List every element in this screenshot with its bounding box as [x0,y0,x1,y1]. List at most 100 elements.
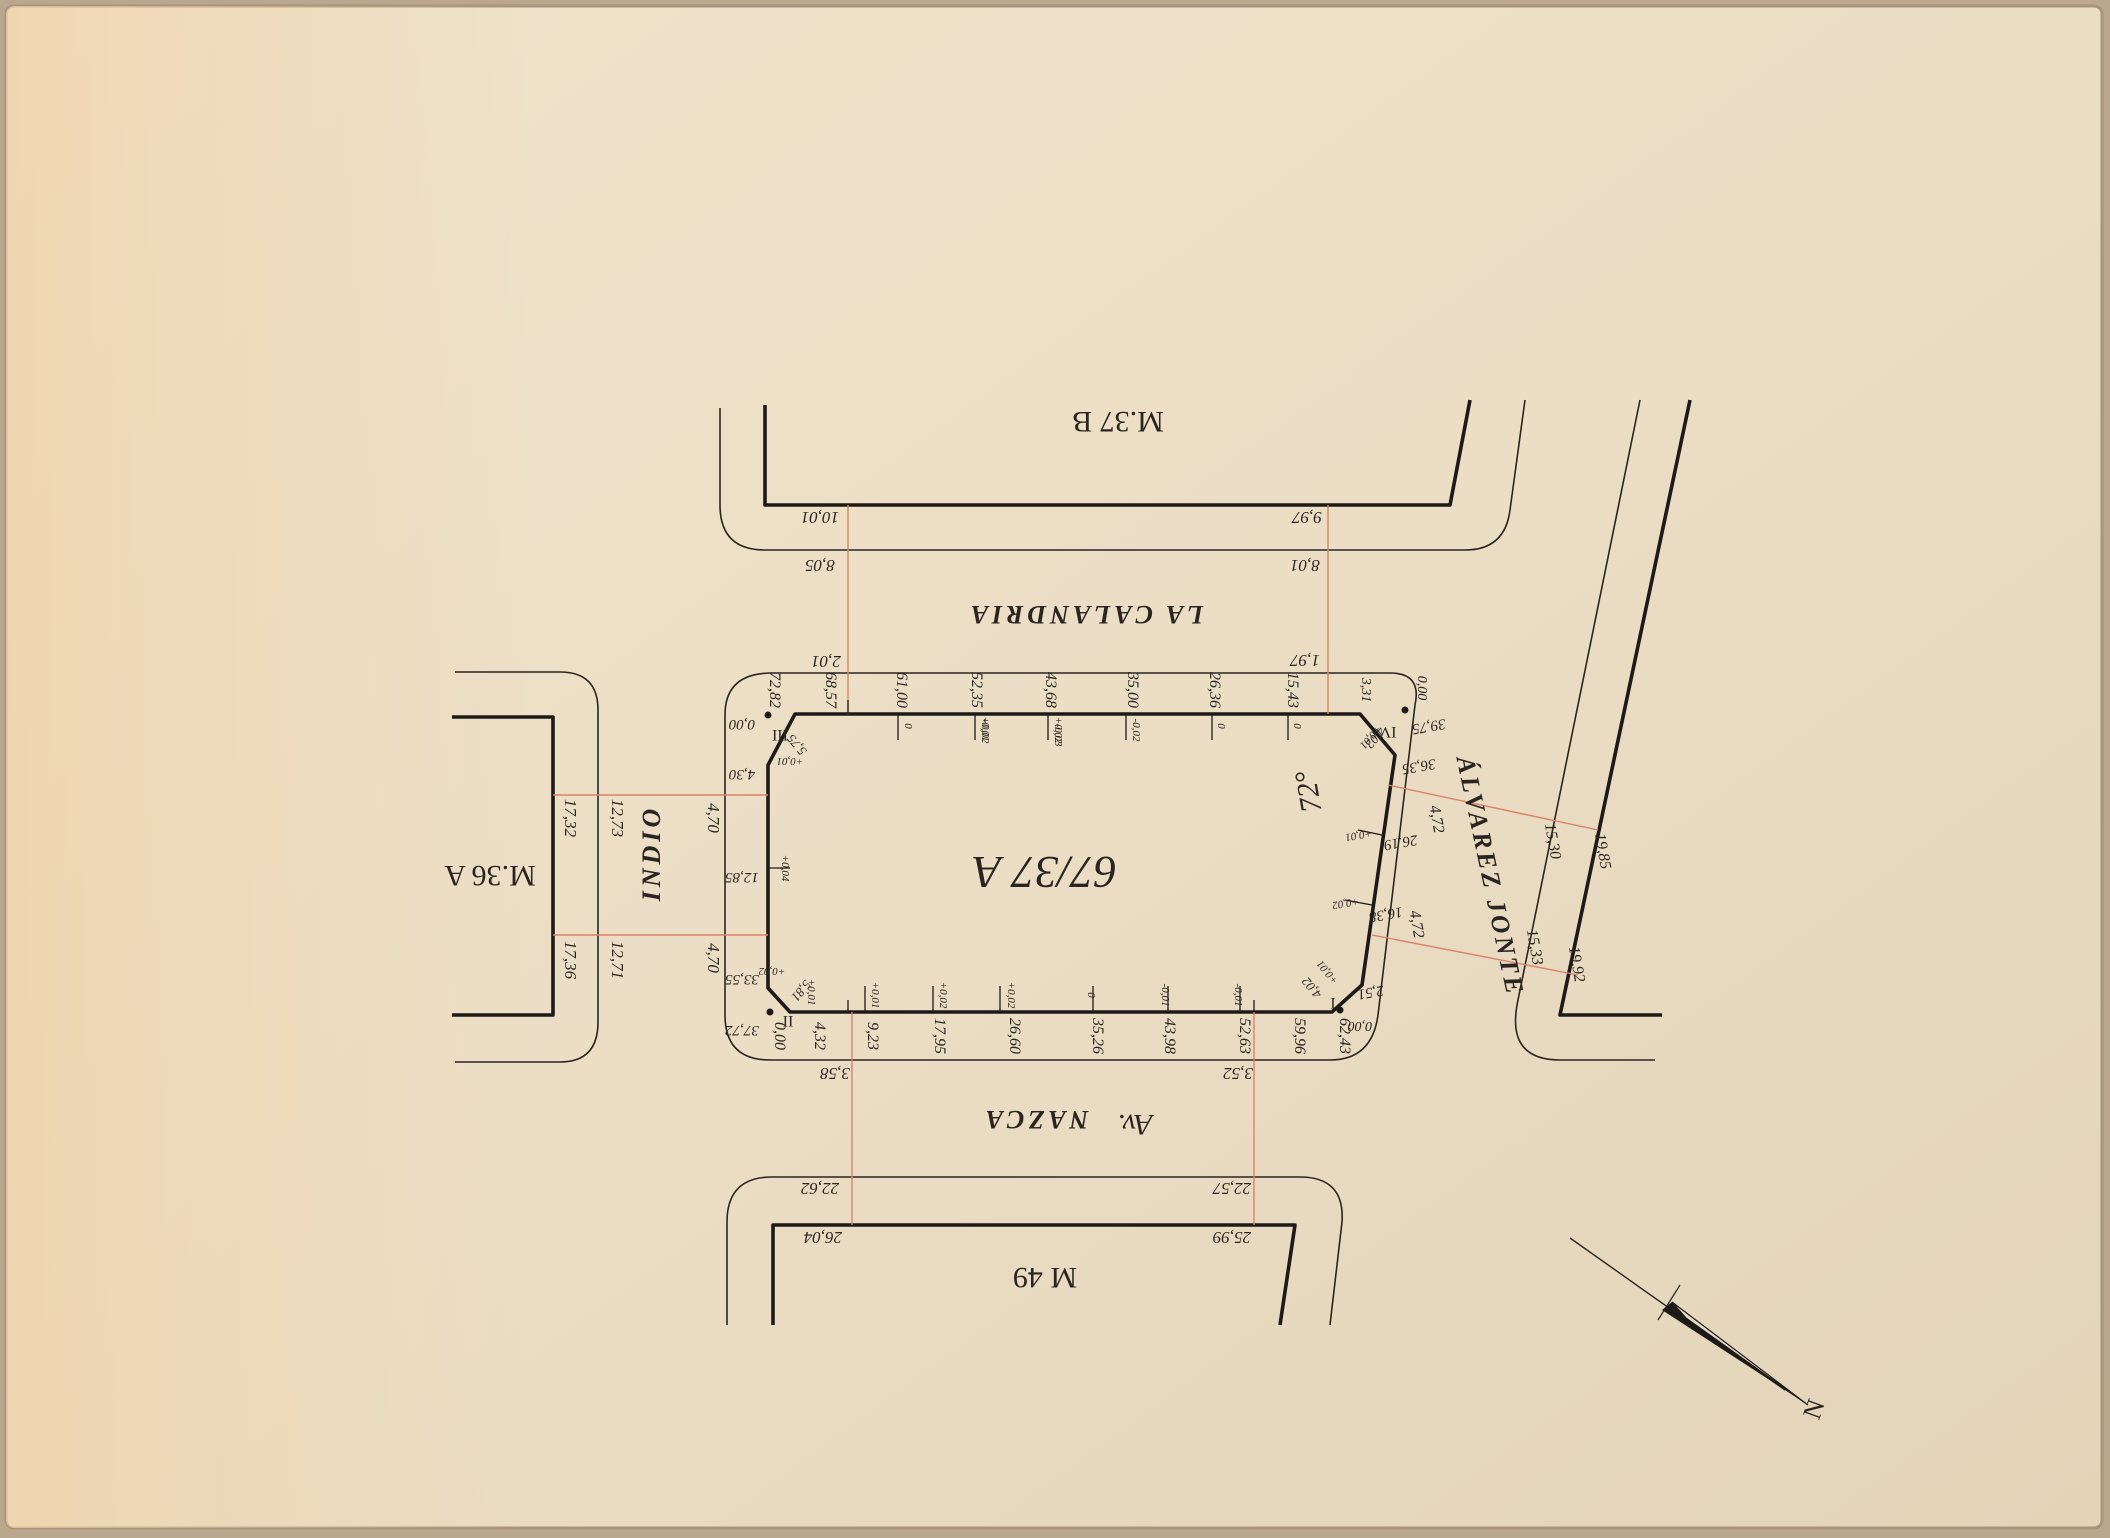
mark-9: -0,02 [1130,719,1142,742]
chain-top-7: 15,43 [1284,672,1301,708]
property-lines [452,399,1692,1326]
dim-right-street-1: 15,30 [1541,822,1564,860]
chain-top-5: 35,00 [1124,671,1141,708]
top-chainage: 72,82 68,57 61,00 52,35 43,68 35,00 26,3… [766,671,1429,709]
dim-bottom-street-1: 22,62 [800,1179,839,1198]
mark-3: +0,01 [805,979,817,1006]
mark-20: -0,01 [1159,984,1171,1007]
block-bottom-label: M 49 [1013,1261,1077,1294]
street-bottom-label: NAZCA [982,1105,1090,1134]
dim-bottom-street-2: 22,57 [1211,1179,1251,1198]
chain-bot-6: 43,98 [1161,1018,1178,1054]
dim-right-offset-1: 4,72 [1426,804,1448,835]
chain-top-2: 61,00 [893,672,910,708]
dim-top-street-1: 8,05 [805,556,835,575]
dim-right-far-1: 19,85 [1591,832,1614,870]
curb-lines [455,399,1655,1326]
dim-bottom-block-2: 25,99 [1212,1228,1251,1247]
mark-11: 0 [1291,723,1303,729]
chain-bot-3: 17,95 [931,1018,948,1054]
chain-bot-2: 9,23 [864,1022,881,1050]
mark-13: +0,02 [1331,895,1360,912]
vertex-II: II [783,1012,794,1029]
chain-top-4: 43,68 [1042,672,1059,708]
bottom-chainage: 0,00 4,32 9,23 17,95 26,60 35,26 43,98 5… [771,1017,1372,1054]
mark-1: +0,04 [779,855,791,882]
mark-4: +0,02 [979,717,991,744]
dimension-labels: 10,01 9,97 8,05 8,01 2,01 1,97 17,32 17,… [561,508,1614,1247]
chain-bot-9: 62,43 [1336,1018,1353,1054]
mark-21: -0,01 [1232,984,1244,1007]
chain-left-1: 4,30 [728,766,755,782]
dim-top-block-1: 10,01 [801,508,839,527]
block-top-label: M.37 B [1072,405,1164,438]
chainage-ticks [768,700,1383,1012]
vertex-IV: IV [1379,723,1396,740]
chain-left-4: 37,72 [725,1022,760,1038]
chain-bot-4: 26,60 [1006,1018,1023,1054]
mark-8: -0,03 [1052,724,1064,747]
mark-10: 0 [1215,723,1227,729]
chain-right-2: 26,19 [1382,831,1419,853]
dim-left-street-1: 12,73 [608,799,627,837]
dim-top-street-2: 8,01 [1290,556,1320,575]
dim-left-block-2: 17,36 [561,941,580,980]
street-left-label: INDIO [637,805,666,903]
dim-left-block-1: 17,32 [561,799,580,838]
measure-lines [553,505,1599,1225]
chain-top-1: 68,57 [822,672,839,709]
corner-points [764,706,1409,1016]
dim-bottom-block-1: 26,04 [803,1228,842,1247]
mark-0: +0,01 [777,755,804,767]
chain-top-8: 3,31 [1358,677,1373,703]
mark-18: +0,02 [1005,982,1017,1009]
paper-tint [6,6,2102,1528]
mark-19: 0 [1085,992,1097,998]
chain-top-0: 72,82 [766,672,783,708]
pencil-angle-note: 72° [1289,768,1329,815]
chain-right-0: 39,75 [1410,715,1447,737]
dim-top-offset-2: 1,97 [1289,651,1320,670]
dim-right-street-2: 15,33 [1523,928,1546,966]
mark-16: +0,01 [869,982,881,1009]
dim-bottom-offset-2: 3,52 [1223,1064,1254,1083]
dim-left-offset-2: 4,70 [704,943,723,973]
chain-bot-5: 35,26 [1089,1017,1106,1054]
street-bottom-prefix: Av. [1117,1108,1154,1141]
chain-left-0: 0,00 [728,716,755,732]
vertex-III: III [772,726,788,743]
chain-bot-1: 4,32 [811,1022,828,1050]
street-top-label: LA CALANDRIA [967,600,1205,629]
dim-left-street-2: 12,71 [608,941,627,979]
mark-14: +0,01 [1344,827,1372,843]
dim-right-far-2: 19,92 [1565,945,1588,983]
mark-5: +0,02 [1052,717,1064,744]
left-chainage: 0,00 4,30 12,85 33,55 37,72 [725,716,760,1038]
dim-top-offset-1: 2,01 [811,652,841,671]
chain-right-1: 36,35 [1400,755,1437,777]
chain-top-6: 26,36 [1206,672,1223,708]
chain-bot-7: 52,63 [1236,1018,1253,1054]
north-arrow [1569,1237,1809,1406]
chain-bot-10: 0,00 [1348,1018,1373,1033]
mark-17: +0,02 [937,982,949,1009]
block-central-label: 67/37 A [972,847,1116,898]
block-left-label: M.36 A [444,859,536,892]
small-marks: +0,01 +0,04 +0,02 +0,01 +0,02 +0,02 0 -0… [758,717,1383,1009]
right-chainage: 39,75 36,35 26,19 16,38 2,51 [1356,715,1447,1002]
mark-2: +0,02 [758,965,785,977]
dim-bottom-offset-1: 3,58 [820,1064,851,1083]
chain-right-3: 16,38 [1367,903,1404,925]
chain-left-2: 12,85 [725,869,759,885]
dim-top-block-2: 9,97 [1291,508,1322,527]
mark-6: 0 [902,723,914,729]
chain-bot-8: 59,96 [1291,1018,1308,1054]
dim-left-offset-1: 4,70 [704,803,723,833]
vertex-I: I [1330,994,1335,1011]
mark-7: -0,01 [979,719,991,742]
chain-bot-0: 0,00 [771,1022,788,1050]
chain-top-3: 52,35 [968,672,985,708]
chain-left-3: 33,55 [725,971,760,987]
